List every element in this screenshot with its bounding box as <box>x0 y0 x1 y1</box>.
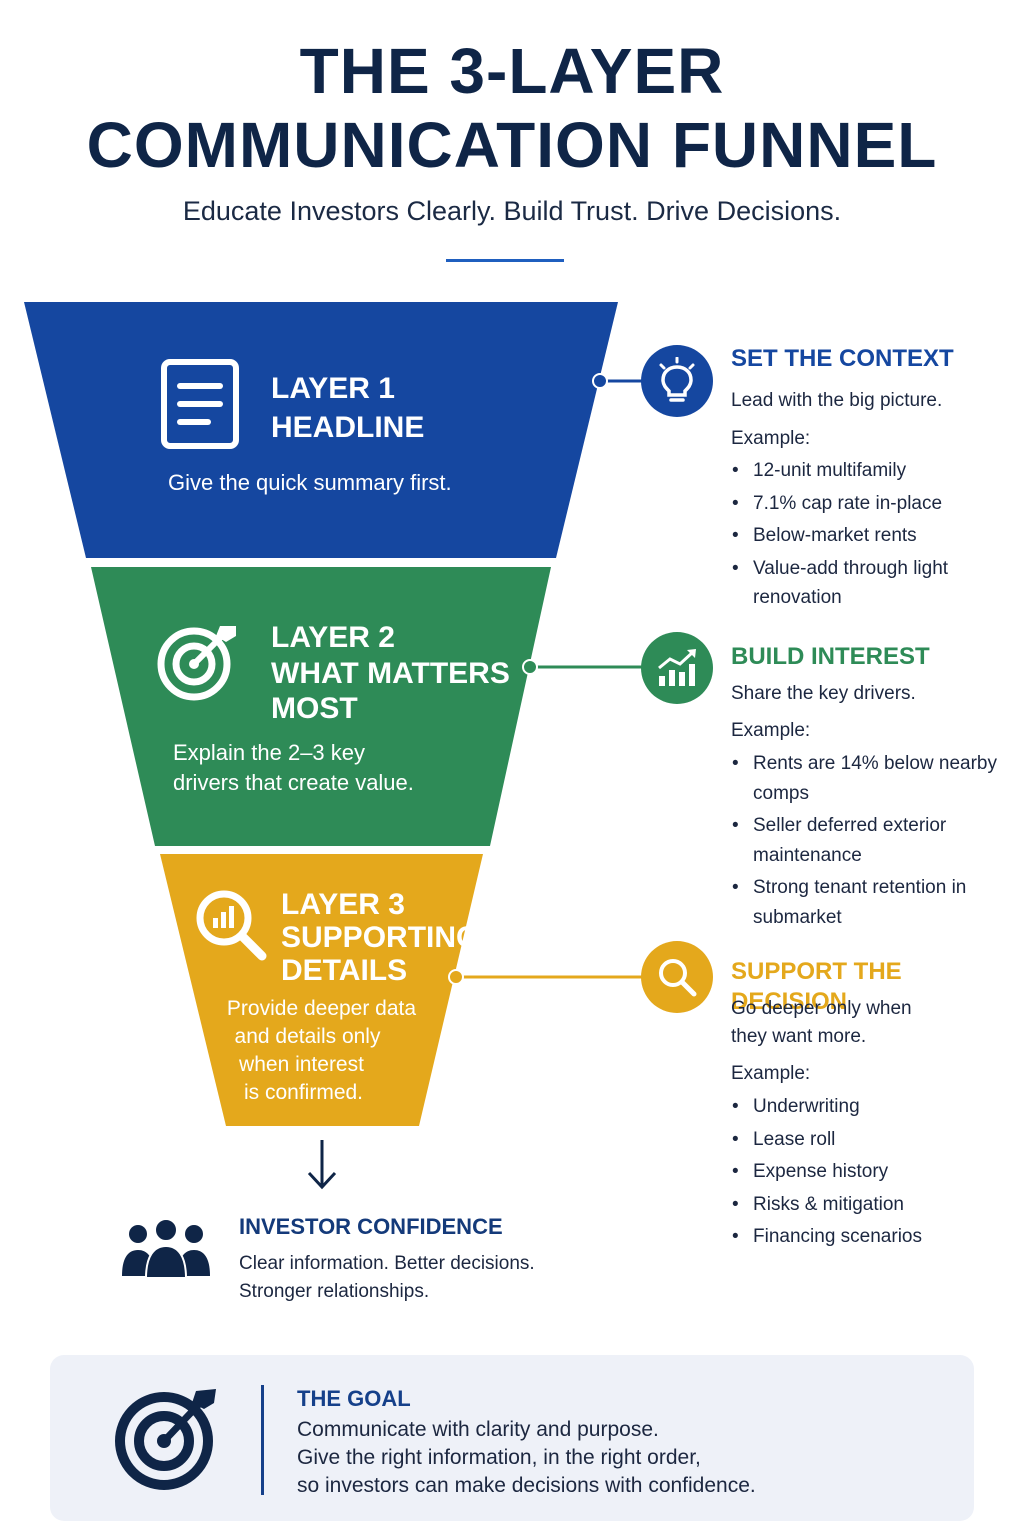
side-2-example-list: Rents are 14% below nearby comps Seller … <box>731 749 1013 935</box>
side-3-text-line-1: Go deeper only when <box>731 998 912 1019</box>
layer-3-description-line-4: is confirmed. <box>243 1081 364 1104</box>
goal-line-2: Give the right information, in the right… <box>297 1446 701 1469</box>
connector-dot-layer-2 <box>522 659 538 675</box>
list-item: Lease roll <box>732 1125 1013 1155</box>
list-item: Expense history <box>732 1157 1013 1187</box>
side-2-example-label: Example: <box>731 720 811 741</box>
side-3-heading: SUPPORT THE DECISION <box>731 958 902 1015</box>
list-item: 7.1% cap rate in-place <box>732 489 1021 519</box>
confidence-line-2: Stronger relationships. <box>239 1281 430 1302</box>
layer-3-description-line-3: when interest <box>239 1053 364 1076</box>
side-2-heading: BUILD INTEREST <box>731 643 930 670</box>
people-icon <box>118 1218 214 1279</box>
search-icon <box>641 941 713 1013</box>
layer-2-title-line-1: LAYER 2 <box>271 621 395 654</box>
connector-dot-layer-3 <box>448 969 464 985</box>
lightbulb-icon <box>641 345 713 417</box>
down-arrow-icon <box>307 1140 337 1190</box>
layer-2-description-line-1: Explain the 2–3 key <box>173 740 366 765</box>
layer-1-title-line-1: LAYER 1 <box>271 372 395 405</box>
side-1-example-label: Example: <box>731 428 811 449</box>
list-item: 12-unit multifamily <box>732 456 1021 486</box>
layer-2-title-line-3: MOST <box>271 692 358 725</box>
side-3-example-list: Underwriting Lease roll Expense history … <box>731 1092 1013 1255</box>
side-1-heading: SET THE CONTEXT <box>731 345 954 372</box>
goal-divider <box>261 1385 264 1495</box>
goal-line-1: Communicate with clarity and purpose. <box>297 1418 659 1441</box>
page-title-line-1: THE 3-LAYER <box>299 35 725 107</box>
page-title-line-2: COMMUNICATION FUNNEL <box>86 109 938 181</box>
layer-1-description: Give the quick summary first. <box>168 470 452 495</box>
layer-3-title-line-1: LAYER 3 <box>281 888 405 921</box>
list-item: Below-market rents <box>732 521 1021 551</box>
layer-3-description-line-1: Provide deeper data <box>226 997 417 1020</box>
side-1-text: Lead with the big picture. <box>731 390 943 411</box>
confidence-heading: INVESTOR CONFIDENCE <box>239 1214 503 1239</box>
layer-3-title-line-2: SUPPORTING <box>281 921 480 954</box>
confidence-line-1: Clear information. Better decisions. <box>239 1253 535 1274</box>
list-item: Financing scenarios <box>732 1222 1013 1252</box>
goal-target-icon <box>112 1383 220 1491</box>
funnel-layer-3-shape <box>160 854 483 1126</box>
magnifier-chart-icon <box>194 888 270 964</box>
funnel-layer-1-shape <box>24 302 618 558</box>
growth-chart-icon <box>641 632 713 704</box>
goal-line-3: so investors can make decisions with con… <box>297 1474 756 1497</box>
side-3-example-label: Example: <box>731 1063 811 1084</box>
layer-2-description-line-2: drivers that create value. <box>173 770 414 795</box>
layer-3-title-line-3: DETAILS <box>281 954 408 987</box>
side-2-text: Share the key drivers. <box>731 683 916 704</box>
list-item: Seller deferred exterior maintenance <box>732 811 1013 870</box>
list-item: Value-add through light renovation <box>732 554 1021 613</box>
page-subtitle: Educate Investors Clearly. Build Trust. … <box>182 196 842 226</box>
side-1-example-list: 12-unit multifamily 7.1% cap rate in-pla… <box>731 456 1021 616</box>
list-item: Strong tenant retention in submarket <box>732 873 1013 932</box>
list-item: Risks & mitigation <box>732 1190 1013 1220</box>
side-3-text-line-2: they want more. <box>731 1026 867 1047</box>
goal-heading: THE GOAL <box>297 1386 411 1411</box>
document-icon <box>160 358 240 450</box>
layer-1-title-line-2: HEADLINE <box>271 411 425 444</box>
layer-2-title-line-2: WHAT MATTERS <box>271 657 510 690</box>
list-item: Rents are 14% below nearby comps <box>732 749 1013 808</box>
target-icon <box>154 620 240 702</box>
connector-dot-layer-1 <box>592 373 608 389</box>
list-item: Underwriting <box>732 1092 1013 1122</box>
layer-3-description-line-2: and details only <box>234 1025 381 1048</box>
title-divider <box>446 259 564 262</box>
